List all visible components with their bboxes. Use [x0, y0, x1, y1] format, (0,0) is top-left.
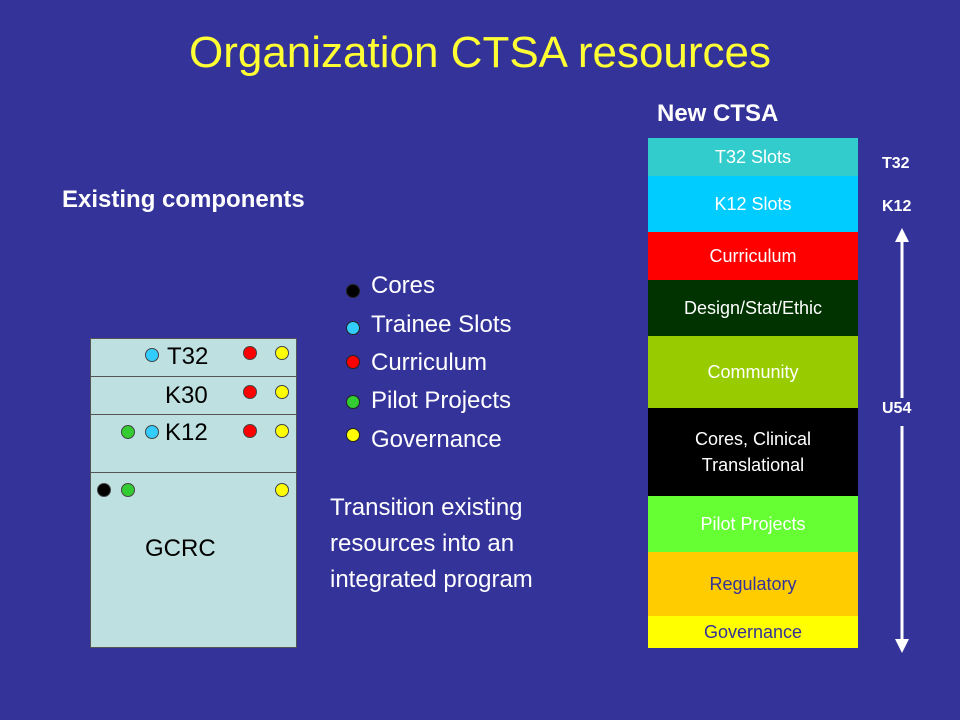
transition-note: Transition existing resources into an in… [330, 490, 533, 598]
side-label-k12: K12 [882, 198, 912, 215]
curriculum-dot [243, 346, 257, 360]
segment-community: Community [648, 336, 858, 408]
segment-label: Pilot Projects [700, 514, 806, 534]
legend-label: Cores [371, 272, 436, 299]
existing-components-heading: Existing components [62, 186, 305, 213]
legend-label: Curriculum [371, 349, 488, 376]
pilot-projects-dot [346, 395, 360, 409]
segment-label: Cores, Clinical Translational [694, 429, 812, 475]
row-t32: T32 [91, 339, 296, 377]
governance-dot [275, 385, 289, 399]
cores-dot [346, 284, 360, 298]
segment-t32-slots: T32 Slots [648, 138, 858, 176]
row-k30-label: K30 [165, 382, 208, 409]
segment-label: Community [707, 362, 799, 382]
side-label-t32: T32 [882, 155, 910, 172]
existing-components-stack: T32 K30 K12 GCRC [90, 338, 297, 648]
page-title: Organization CTSA resources [188, 28, 772, 77]
segment-label: Regulatory [709, 574, 797, 594]
segment-governance: Governance [648, 616, 858, 648]
arrow-head-up [895, 228, 909, 242]
transition-line: integrated program [330, 566, 533, 593]
row-k30: K30 [91, 377, 296, 415]
cores-dot [97, 483, 111, 497]
row-k12-label: K12 [165, 419, 208, 446]
trainee-slots-dot [145, 425, 159, 439]
pilot-projects-dot [121, 425, 135, 439]
arrow-head-down [895, 639, 909, 653]
curriculum-dot [243, 385, 257, 399]
pilot-projects-dot [121, 483, 135, 497]
row-gcrc-label: GCRC [145, 535, 216, 562]
row-gcrc: GCRC [91, 473, 296, 647]
curriculum-dot [243, 424, 257, 438]
governance-dot [275, 346, 289, 360]
segment-cores-clinical-translational: Cores, Clinical Translational [648, 408, 858, 496]
segment-label: K12 Slots [714, 194, 792, 214]
trainee-slots-dot [346, 321, 360, 335]
side-label-u54: U54 [882, 400, 912, 417]
transition-line: resources into an [330, 530, 515, 557]
legend-label: Governance [371, 426, 502, 453]
segment-label: Design/Stat/Ethic [683, 298, 823, 318]
segment-regulatory: Regulatory [648, 552, 858, 616]
new-ctsa-heading: New CTSA [657, 100, 779, 127]
curriculum-dot [346, 355, 360, 369]
segment-label: Curriculum [709, 246, 797, 266]
segment-design-stat-ethic: Design/Stat/Ethic [648, 280, 858, 336]
legend-label: Trainee Slots [371, 311, 512, 338]
governance-dot [275, 483, 289, 497]
segment-label: T32 Slots [714, 147, 792, 167]
row-k12: K12 [91, 415, 296, 473]
legend-label: Pilot Projects [371, 387, 512, 414]
segment-pilot-projects: Pilot Projects [648, 496, 858, 552]
u54-span-arrow [895, 228, 909, 653]
segment-curriculum: Curriculum [648, 232, 858, 280]
trainee-slots-dot [145, 348, 159, 362]
governance-dot [275, 424, 289, 438]
transition-line: Transition existing [330, 494, 523, 521]
row-t32-label: T32 [167, 343, 209, 370]
segment-label: Governance [703, 622, 803, 642]
governance-dot [346, 428, 360, 442]
segment-k12-slots: K12 Slots [648, 176, 858, 232]
